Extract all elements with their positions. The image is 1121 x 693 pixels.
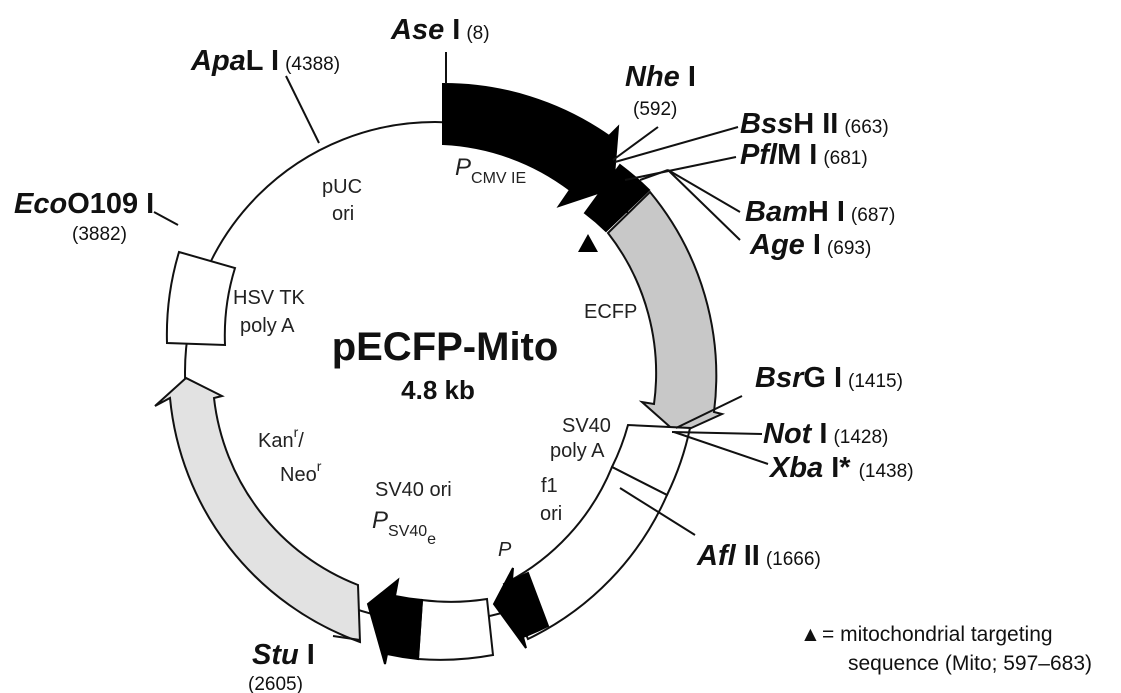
site-bssh-ii: BssH II(663) bbox=[740, 108, 889, 140]
mito-triangle-marker bbox=[578, 234, 598, 252]
puc-label-2: ori bbox=[332, 203, 354, 225]
f1-ori-label-1: f1 bbox=[541, 475, 558, 497]
site-nhe-i-pos: (592) bbox=[633, 99, 677, 120]
site-afl-ii: Afl II(1666) bbox=[696, 540, 821, 572]
sv40-ori-label: SV40 ori bbox=[375, 479, 452, 501]
puc-label-1: pUC bbox=[322, 176, 362, 198]
hsv-tk-label-1: HSV TK bbox=[233, 287, 306, 309]
kan-label: Kanr/ bbox=[258, 424, 304, 452]
ecfp-label: ECFP bbox=[584, 301, 637, 323]
sv40-ori-box bbox=[416, 597, 495, 661]
kan-neo-arrow bbox=[154, 376, 362, 644]
psv40e-label: PSV40e bbox=[372, 507, 436, 548]
hsv-tk-polya-box bbox=[165, 250, 237, 347]
sv40-polya-label-2: poly A bbox=[550, 440, 605, 462]
legend-line-1: = mitochondrial targeting bbox=[822, 623, 1053, 646]
ecfp-arrow bbox=[606, 190, 726, 436]
site-pflm-i: PflM I(681) bbox=[740, 139, 868, 171]
hsv-tk-label-2: poly A bbox=[240, 315, 295, 337]
pcmv-label: PCMV IE bbox=[455, 154, 526, 187]
site-stu-i: Stu I bbox=[252, 639, 315, 671]
f1-ori-label-2: ori bbox=[540, 503, 562, 525]
plasmid-size: 4.8 kb bbox=[401, 375, 475, 405]
site-age-i: Age I(693) bbox=[749, 229, 871, 261]
mito-block bbox=[583, 163, 651, 233]
plasmid-name: pECFP-Mito bbox=[332, 325, 559, 369]
site-apal-i: ApaL I(4388) bbox=[190, 45, 340, 77]
pcmv-ie-arrow bbox=[442, 82, 620, 208]
site-stu-i-pos: (2605) bbox=[248, 674, 303, 693]
site-bamh-i: BamH I(687) bbox=[745, 196, 895, 228]
psv40e-arrow bbox=[366, 577, 424, 665]
site-bsrg-i: BsrG I(1415) bbox=[755, 362, 903, 394]
sv40-polya-label-1: SV40 bbox=[562, 415, 611, 437]
f1-ori-box bbox=[502, 465, 669, 641]
site-nhe-i: Nhe I bbox=[625, 61, 696, 93]
site-ase-i: Ase I(8) bbox=[390, 14, 490, 46]
site-not-i: Not I(1428) bbox=[763, 418, 888, 450]
p-label: P bbox=[498, 539, 512, 561]
p-promoter-arrow bbox=[492, 567, 550, 649]
site-xba-i: Xba I*(1438) bbox=[768, 452, 914, 484]
site-leader-lines bbox=[153, 52, 769, 641]
neo-label: Neor bbox=[280, 458, 322, 486]
site-ecoo109-i-pos: (3882) bbox=[72, 224, 127, 245]
site-ecoo109-i: EcoO109 I bbox=[14, 188, 154, 220]
legend-triangle-symbol: ▲ bbox=[800, 623, 821, 646]
legend-line-2: sequence (Mito; 597–683) bbox=[848, 652, 1092, 675]
